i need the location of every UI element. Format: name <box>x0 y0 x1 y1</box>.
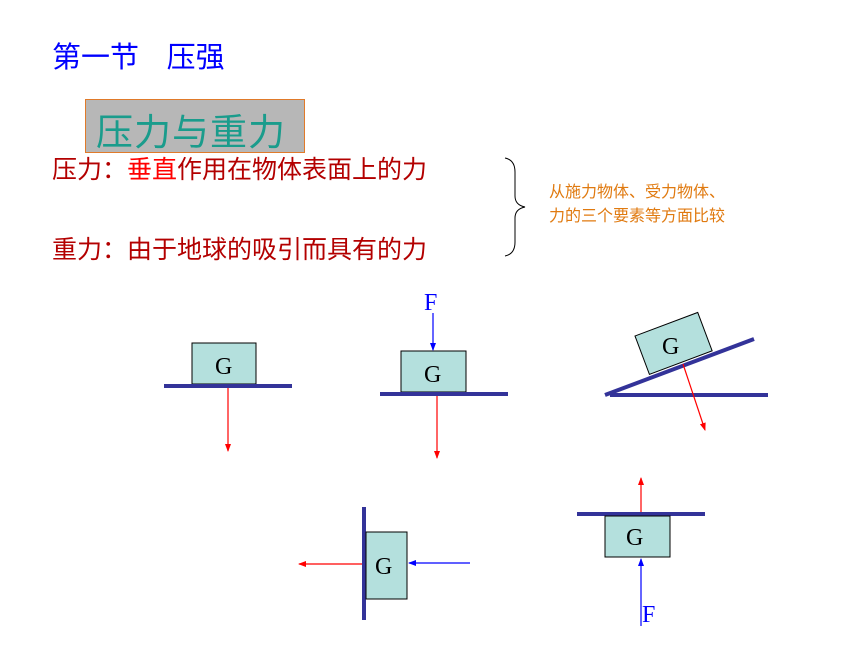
comparison-note: 从施力物体、受力物体、 力的三个要素等方面比较 <box>549 180 725 228</box>
diagram-pressed-block: F G <box>380 290 508 459</box>
diagram-horizontal-surface: G <box>164 342 292 452</box>
section-title: 第一节 压强 <box>52 40 225 74</box>
pressure-def-prefix: 压力： <box>52 155 128 184</box>
pressure-def-highlight: 垂直 <box>127 155 178 184</box>
gravity-label: G <box>375 554 392 580</box>
pressure-definition: 压力：垂直作用在物体表面上的力 <box>52 150 427 186</box>
diagram-wall: G <box>298 507 470 620</box>
gravity-label: G <box>215 354 232 380</box>
gravity-label: G <box>662 334 679 360</box>
diagram-ceiling: G F <box>577 477 705 628</box>
block <box>365 531 408 600</box>
applied-force-label: F <box>424 290 437 316</box>
comparison-note-line-2: 力的三个要素等方面比较 <box>549 206 726 225</box>
topic-heading: 压力与重力 <box>96 111 286 154</box>
incline-surface <box>604 337 755 397</box>
applied-force-label: F <box>642 602 655 628</box>
curly-brace <box>504 157 526 257</box>
topic-heading-box <box>85 99 305 153</box>
diagram-incline: G <box>604 311 768 431</box>
block <box>634 311 713 376</box>
gravity-definition: 重力：由于地球的吸引而具有的力 <box>52 235 428 264</box>
comparison-note-line-1: 从施力物体、受力物体、 <box>549 182 726 201</box>
block <box>400 350 467 393</box>
block <box>604 515 671 558</box>
gravity-label: G <box>424 362 441 388</box>
gravity-label: G <box>626 525 643 551</box>
block <box>191 342 257 385</box>
pressure-def-suffix: 作用在物体表面上的力 <box>177 155 428 184</box>
pressure-arrow <box>682 363 706 431</box>
